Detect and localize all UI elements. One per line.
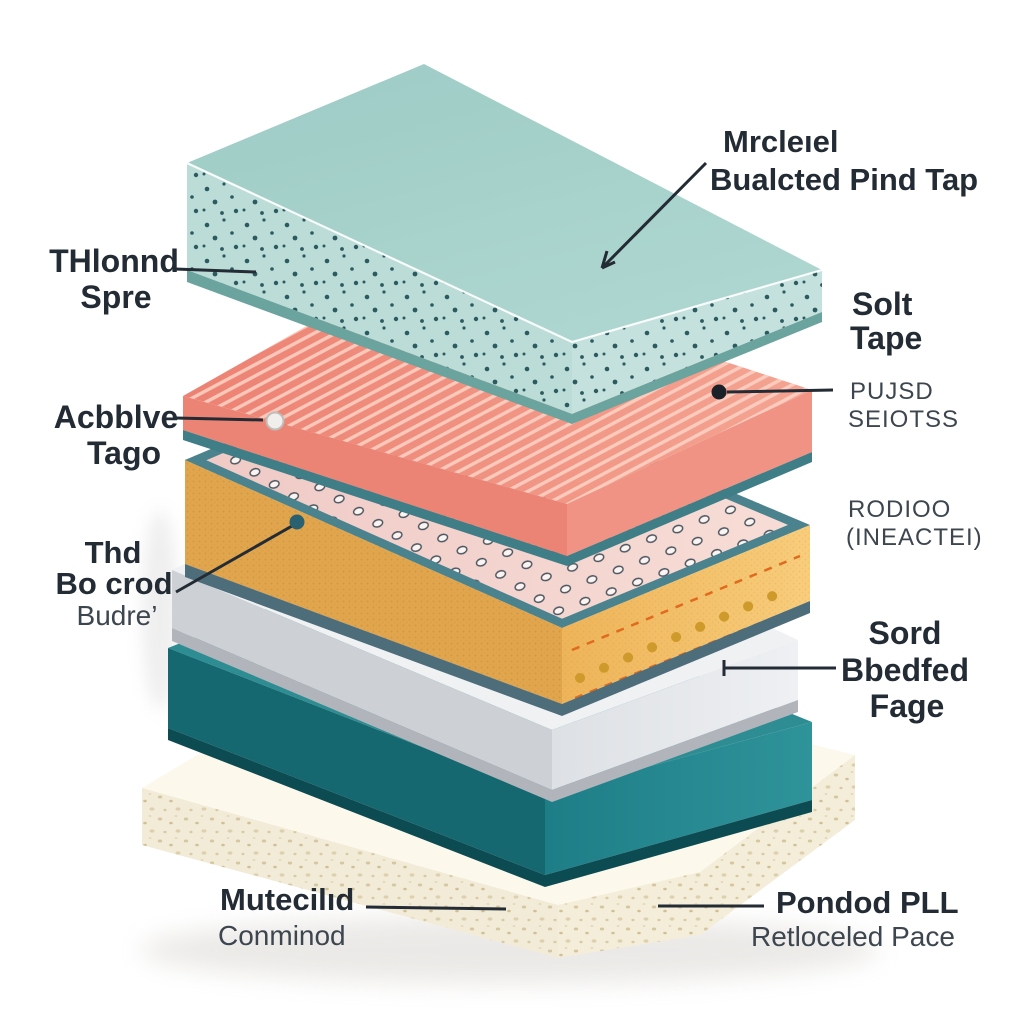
label-rodioo-1: RODIOO	[848, 496, 951, 523]
comfort-left-face	[183, 396, 567, 556]
base-foam-right-texture	[558, 755, 855, 958]
label-soft-tape-2: Tape	[850, 320, 922, 356]
marker-dot-thd	[289, 514, 305, 530]
label-top-cover-1: Mrcleıel	[723, 124, 838, 159]
quilted-right-edge	[562, 601, 810, 716]
labels: Mrcleıel Bualcted Pind Tap Solt Tape PUJ…	[49, 124, 983, 952]
layer-top-cover	[186, 64, 823, 424]
label-thd-2: Bo crod	[55, 566, 172, 601]
label-thd-1: Thd	[85, 535, 142, 570]
support-core-left-edge	[168, 728, 545, 887]
arrow-top-cover	[600, 161, 708, 270]
label-pujsd-2: SEIOTSS	[848, 406, 959, 433]
top-cover-left-edge	[187, 270, 572, 424]
support-core-right-face	[545, 722, 812, 875]
transition-foam-left-face	[172, 570, 552, 790]
quilted-left-edge	[185, 564, 562, 716]
label-acbblve-2: Tago	[87, 435, 161, 471]
leader-mutecilud	[365, 905, 507, 911]
comfort-left-edge	[183, 430, 567, 566]
leader-thlonnd	[174, 267, 257, 274]
top-cover-left-texture	[187, 163, 572, 414]
leader-thd	[175, 524, 293, 594]
label-top-cover-2: Bualcted Pind Tap	[710, 162, 978, 197]
support-core-right-edge	[545, 800, 812, 887]
leader-pujsd	[726, 388, 834, 394]
label-sord-2: Bbedfed	[841, 652, 969, 688]
label-sord-1: Sord	[869, 615, 942, 651]
label-rodioo-2: (INEACTEI)	[846, 524, 983, 551]
label-pujsd-1: PUJSD	[850, 378, 934, 405]
label-sord-3: Fage	[870, 688, 945, 724]
label-thlonnd-2: Spre	[80, 279, 151, 315]
top-cover-top-face	[187, 64, 822, 342]
transition-foam-right-edge	[552, 700, 798, 802]
label-pondod-2: Retloceled Pace	[751, 921, 955, 952]
label-thlonnd-1: THlonnd	[49, 243, 179, 279]
label-acbblve-1: Acbblve	[54, 399, 178, 435]
label-mutecilud-1: Mutecilıd	[220, 882, 354, 917]
label-thd-3: Budre’	[77, 600, 158, 631]
top-cover-right-texture	[572, 270, 822, 414]
comfort-right-edge	[567, 452, 812, 566]
base-foam-left-texture	[142, 788, 558, 958]
transition-foam-right-face	[552, 640, 798, 790]
marker-dot-pujsd	[711, 384, 727, 400]
top-cover-right-edge	[572, 312, 822, 424]
label-pondod-1: Pondod PLL	[776, 885, 959, 920]
support-core-left-face	[168, 648, 545, 875]
label-soft-tape-1: Solt	[852, 286, 913, 322]
leader-acbblve	[175, 416, 264, 422]
leader-sord	[722, 660, 836, 676]
label-mutecilud-2: Conminod	[218, 920, 346, 951]
top-cover-edge-highlight	[186, 162, 823, 344]
marker-dot-acbblve	[265, 411, 285, 431]
quilted-left-texture	[185, 460, 562, 704]
leader-lines	[174, 161, 836, 911]
transition-foam-left-edge	[172, 628, 552, 802]
comfort-right-face	[567, 390, 812, 556]
